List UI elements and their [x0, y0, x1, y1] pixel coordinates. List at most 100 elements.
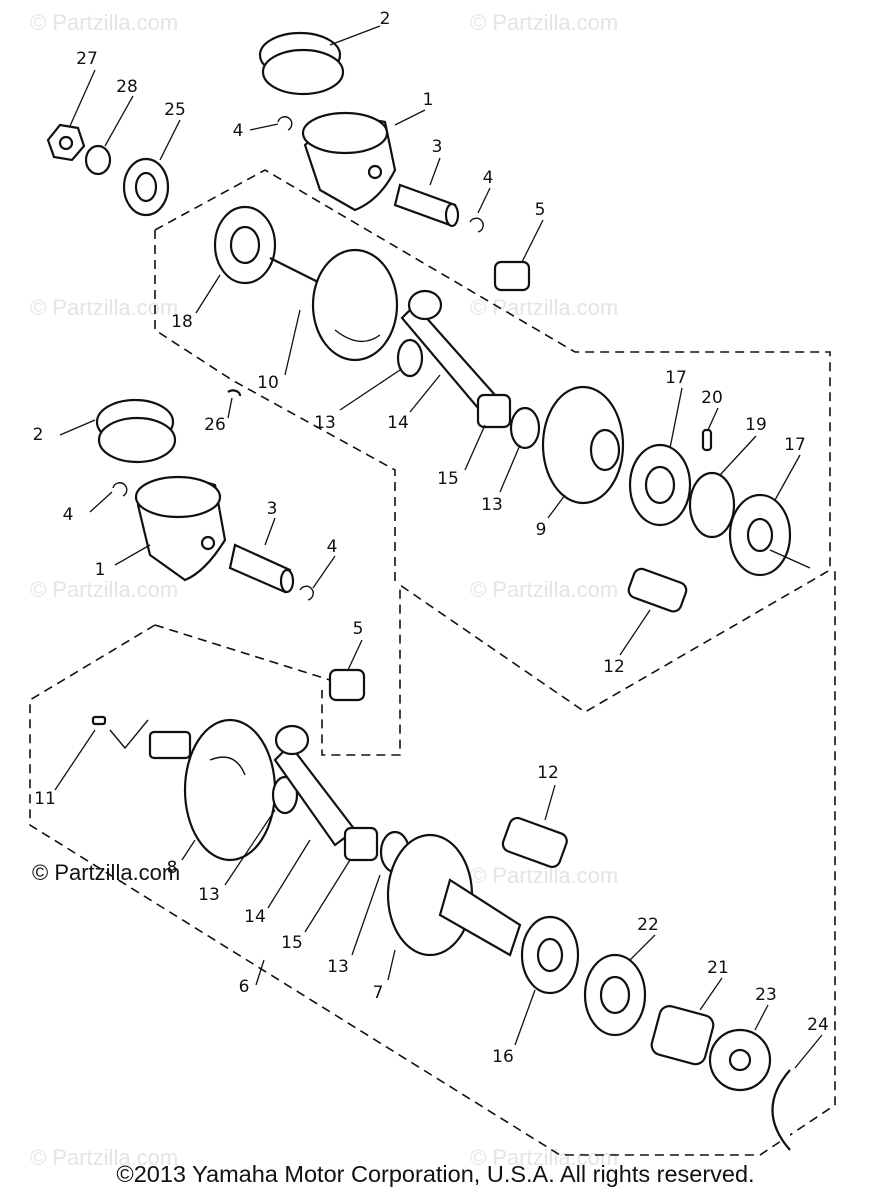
bearing-17-b-inner [746, 517, 774, 553]
callout-leader-14 [267, 839, 311, 909]
thrust-washer-upper-a [396, 338, 424, 378]
callout-leader-27 [69, 69, 96, 127]
oil-seal-22-inner [599, 975, 631, 1015]
clip-upper-left [277, 116, 293, 131]
collar-21 [650, 1005, 715, 1066]
needle-bearing-15-lower [343, 826, 379, 862]
callout-leader-19 [719, 435, 757, 476]
watermark-text: © Partzilla.com [470, 1145, 618, 1170]
collar-19 [688, 471, 736, 539]
callout-leader-6 [255, 959, 265, 986]
callout-leader-9 [547, 494, 566, 519]
callout-1: 1 [95, 560, 106, 580]
callout-leader-13 [339, 369, 401, 411]
callout-15: 15 [437, 469, 459, 489]
callout-27: 27 [76, 49, 98, 69]
callout-4: 4 [483, 168, 494, 188]
callout-leader-28 [104, 95, 134, 147]
callout-28: 28 [116, 77, 138, 97]
callout-5: 5 [353, 619, 364, 639]
crank-shaft-spline [148, 730, 192, 760]
crank-pin-12-upper [627, 567, 688, 613]
upper-crank-assembly-outline [154, 169, 831, 756]
shaft-axis-line [769, 549, 811, 569]
crank-web-9 [541, 385, 625, 505]
callout-leader-20 [707, 407, 719, 431]
callout-leader-1 [394, 109, 426, 126]
callout-leader-13 [224, 809, 276, 886]
watermark-text: © Partzilla.com [30, 577, 178, 602]
callout-leader-2 [329, 25, 381, 46]
watermark-text: © Partzilla.com [30, 295, 178, 320]
callout-leader-5 [521, 219, 544, 263]
callout-leader-1 [114, 544, 151, 566]
callout-24: 24 [807, 1015, 829, 1035]
callout-19: 19 [745, 415, 767, 435]
piston-lower-crown [134, 475, 222, 519]
crank-web-8-detail [209, 756, 246, 776]
needle-bearing-15-upper [476, 393, 512, 429]
callout-leader-12 [544, 784, 556, 821]
callout-9: 9 [536, 520, 547, 540]
callout-13: 13 [314, 413, 336, 433]
watermark-text: © Partzilla.com [30, 1145, 178, 1170]
callout-4: 4 [327, 537, 338, 557]
callout-2: 2 [380, 9, 391, 29]
callout-15: 15 [281, 933, 303, 953]
callout-leader-3 [264, 517, 276, 546]
crank-web-8 [183, 718, 277, 862]
callout-5: 5 [535, 200, 546, 220]
callout-14: 14 [244, 907, 266, 927]
bearing-17-a-inner [644, 465, 676, 505]
callout-2: 2 [33, 425, 44, 445]
callout-leader-25 [159, 119, 181, 161]
callout-4: 4 [63, 505, 74, 525]
callout-leader-17 [774, 454, 801, 501]
needle-bearing-upper [493, 260, 531, 292]
callout-leader-13 [351, 874, 381, 956]
piston-lower-pin-bore [200, 535, 216, 551]
watermark-text: © Partzilla.com [470, 577, 618, 602]
callout-26: 26 [204, 415, 226, 435]
piston-upper-pin-bore [367, 164, 383, 180]
callout-4: 4 [233, 121, 244, 141]
callout-leader-8 [181, 839, 196, 861]
callout-leader-23 [754, 1004, 769, 1031]
watermark-text: © Partzilla.com [470, 295, 618, 320]
callout-21: 21 [707, 958, 729, 978]
callout-leader-13 [499, 444, 521, 493]
piston-pin-lower-end [279, 568, 295, 594]
piston-ring-lower-b [97, 416, 177, 464]
bearing-18-inner [229, 225, 261, 265]
callout-leader-16 [514, 989, 536, 1046]
con-rod-lower [273, 743, 357, 847]
bearing-16-inner [536, 937, 564, 973]
callout-12: 12 [537, 763, 559, 783]
clip-lower-left [112, 482, 128, 497]
circlip-24 [771, 1069, 791, 1151]
copyright-notice: ©2013 Yamaha Motor Corporation, U.S.A. A… [116, 1161, 755, 1187]
callout-leader-22 [629, 934, 656, 961]
pin-20 [701, 428, 713, 452]
piston-ring-upper-b [261, 48, 345, 96]
callout-leader-15 [304, 859, 351, 933]
callout-25: 25 [164, 100, 186, 120]
lower-crank-assembly-outline [29, 570, 836, 1156]
callout-17: 17 [665, 368, 687, 388]
callout-leader-24 [794, 1034, 823, 1069]
lower-crank-parts [91, 715, 791, 1151]
brand-overlay-text: © Partzilla.com [32, 860, 181, 885]
callout-22: 22 [637, 915, 659, 935]
callout-leader-4 [477, 187, 491, 214]
callout-leader-14 [409, 374, 441, 413]
callout-3: 3 [267, 499, 278, 519]
callout-23: 23 [755, 985, 777, 1005]
callout-7: 7 [373, 983, 384, 1003]
callout-1: 1 [423, 90, 434, 110]
key-11-leader [109, 719, 149, 750]
watermark-text: © Partzilla.com [470, 10, 618, 35]
key-11 [91, 715, 107, 726]
watermark-layer: © Partzilla.com © Partzilla.com © Partzill… [30, 10, 618, 1170]
callout-leader-26 [227, 397, 233, 419]
